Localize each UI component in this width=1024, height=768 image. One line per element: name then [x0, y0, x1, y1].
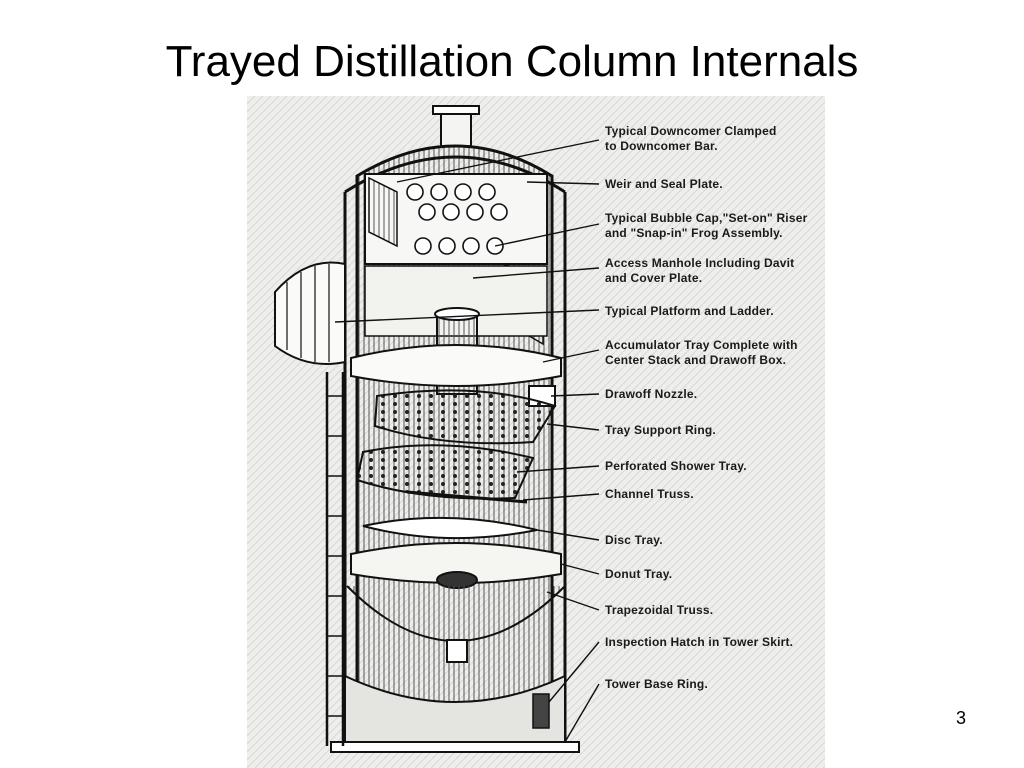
callout-downcomer-clamp: Typical Downcomer Clamped to Downcomer B…	[605, 124, 777, 153]
callout-tray-support-ring: Tray Support Ring.	[605, 423, 716, 437]
leader-lines	[334, 139, 600, 743]
slide-title: Trayed Distillation Column Internals	[165, 37, 859, 86]
tower-skirt	[330, 674, 580, 753]
callout-channel-truss: Channel Truss.	[605, 487, 694, 501]
disc-donut-trays	[350, 516, 562, 589]
callout-inspection-hatch: Inspection Hatch in Tower Skirt.	[605, 635, 794, 649]
top-nozzle	[432, 105, 480, 147]
callout-donut-tray: Donut Tray.	[605, 567, 673, 581]
callout-drawoff-nozzle: Drawoff Nozzle.	[605, 387, 698, 401]
perforated-trays	[355, 389, 557, 504]
bubble-cap-trays	[364, 173, 548, 346]
callout-disc-tray: Disc Tray.	[605, 533, 663, 547]
page-number: 3	[955, 708, 966, 728]
callout-accumulator-tray: Accumulator Tray Complete with Center St…	[605, 338, 798, 367]
callout-access-manhole: Access Manhole Including Davit and Cover…	[605, 256, 795, 285]
distillation-column-diagram: Typical Downcomer Clamped to Downcomer B…	[247, 96, 825, 768]
callout-weir-seal-plate: Weir and Seal Plate.	[605, 177, 723, 191]
callout-platform-ladder: Typical Platform and Ladder.	[605, 304, 774, 318]
column-illustration	[247, 96, 825, 768]
callout-tower-base-ring: Tower Base Ring.	[605, 677, 708, 691]
callout-trapezoidal-truss: Trapezoidal Truss.	[605, 603, 714, 617]
callout-bubble-cap: Typical Bubble Cap,"Set-on" Riser and "S…	[605, 211, 808, 240]
platform-and-ladder	[274, 261, 346, 746]
bottom-head	[346, 585, 566, 663]
callout-perforated-shower-tray: Perforated Shower Tray.	[605, 459, 747, 473]
